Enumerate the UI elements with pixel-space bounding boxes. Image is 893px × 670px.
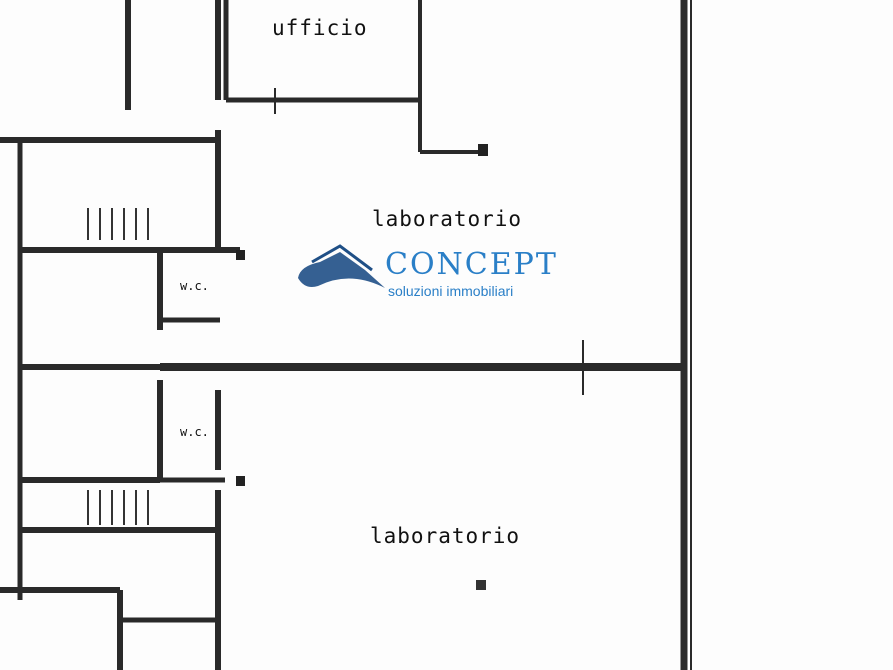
room-label-wc-top: w.c. (180, 279, 209, 293)
watermark-tagline: soluzioni immobiliari (388, 283, 513, 299)
concept-logo: CONCEPT soluzioni immobiliari (298, 244, 558, 299)
room-label-lab-bottom: laboratorio (370, 524, 520, 548)
room-label-office-lab-top: laboratorio (372, 207, 522, 231)
room-label-office: ufficio (272, 16, 368, 40)
room-label-wc-bottom: w.c. (180, 425, 209, 439)
walls (0, 0, 692, 670)
watermark-brand: CONCEPT (385, 247, 558, 282)
